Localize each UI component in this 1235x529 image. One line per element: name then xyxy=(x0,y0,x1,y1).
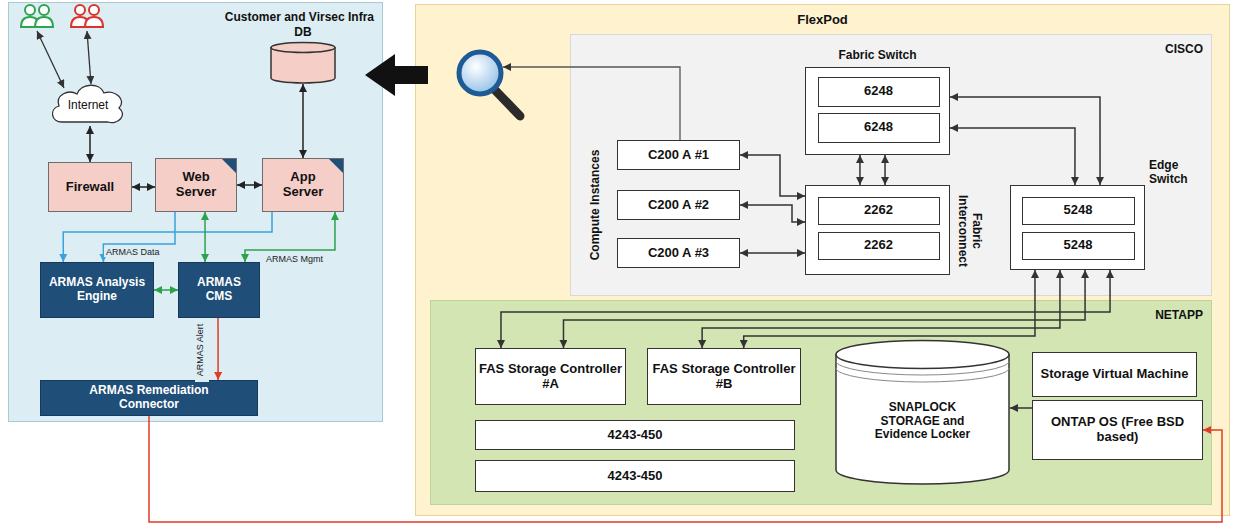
node-label: FAS Storage Controller #B xyxy=(648,362,800,392)
interconnect-box: 2262 xyxy=(818,197,940,225)
interconnect-box: 2262 xyxy=(818,232,940,260)
firewall-box: Firewall xyxy=(48,162,132,212)
cisco-panel: CISCO Fabric Switch 6248 6248C200 A #1 C200 … xyxy=(570,34,1212,296)
node-label: 6248 xyxy=(864,120,893,135)
connector xyxy=(132,186,155,188)
switch-box: 6248 xyxy=(818,113,940,143)
edge-label: ARMAS Alert xyxy=(195,318,209,382)
server-box: App Server xyxy=(262,158,344,212)
node-label: ARMAS Analysis Engine xyxy=(41,276,153,304)
edge-label: ARMAS Data xyxy=(104,247,162,257)
cylinder-top xyxy=(271,43,335,53)
armas-box: ARMAS Analysis Engine xyxy=(40,262,154,318)
os-box: ONTAP OS (Free BSD based) xyxy=(1032,400,1203,460)
flexpod-panel: FlexPodCISCO Fabric Switch 6248 6248C200 A … xyxy=(415,4,1230,516)
user-head xyxy=(75,5,85,15)
node-label: C200 A #3 xyxy=(648,246,709,261)
node-label: Firewall xyxy=(66,180,114,195)
node-label: ARMAS Remediation Connector xyxy=(69,384,229,412)
connector xyxy=(1010,407,1032,409)
corner-mark xyxy=(329,159,343,173)
user-head xyxy=(25,5,35,15)
server-box: Web Server xyxy=(155,158,237,212)
storage-cylinder: SNAPLOCK STORAGE and Evidence Locker xyxy=(835,340,1010,485)
user-body xyxy=(35,17,53,27)
vm-box: Storage Virtual Machine xyxy=(1032,352,1197,397)
node-label: FlexPod xyxy=(416,13,1229,28)
node-label: DB xyxy=(294,26,311,40)
node-label: C200 A #1 xyxy=(648,148,709,163)
magnifier-lens xyxy=(459,52,501,94)
user-head xyxy=(89,5,99,15)
switch-group: Fabric Switch62486248 xyxy=(805,67,950,155)
node-label: SNAPLOCK STORAGE and Evidence Locker xyxy=(863,383,983,442)
switch-group: Edge Switch52485248 xyxy=(1010,185,1145,270)
node-label: 5248 xyxy=(1064,238,1093,253)
connector xyxy=(154,289,178,291)
cylinder-body xyxy=(836,354,1009,484)
internet-cloud: Internet xyxy=(48,78,128,126)
node-label: 5248 xyxy=(1064,203,1093,218)
connector xyxy=(89,126,91,162)
node-label: 4243-450 xyxy=(608,469,663,484)
cylinder-top xyxy=(836,341,1009,369)
corner-triangle xyxy=(222,159,236,173)
shelf-box: 4243-450 xyxy=(475,420,795,450)
node-label: App Server xyxy=(273,170,333,200)
node-label: Edge Switch xyxy=(1149,159,1205,187)
controller-box: FAS Storage Controller #B xyxy=(647,348,801,405)
corner-triangle xyxy=(329,159,343,173)
switch-box: 5248 xyxy=(1022,197,1135,225)
netapp-panel: NETAPP FAS Storage Controller #A FAS Stora… xyxy=(430,300,1212,505)
node-label: FAS Storage Controller #A xyxy=(476,362,625,392)
connector xyxy=(217,318,219,380)
controller-box: FAS Storage Controller #A xyxy=(475,348,626,405)
connector xyxy=(237,184,262,186)
corner-mark xyxy=(222,159,236,173)
connector xyxy=(884,155,886,185)
node-label: Internet xyxy=(68,91,109,113)
node-label: Web Server xyxy=(166,170,226,200)
armas-box: ARMAS Remediation Connector xyxy=(40,380,258,416)
node-label: Fabric Interconnect xyxy=(953,186,985,276)
switch-box: 5248 xyxy=(1022,232,1135,260)
node-label: ONTAP OS (Free BSD based) xyxy=(1033,415,1202,445)
node-label: 2262 xyxy=(864,238,893,253)
switch-box: 6248 xyxy=(818,77,940,107)
user-head xyxy=(39,5,49,15)
shelf-box: 4243-450 xyxy=(475,460,795,492)
node-label: 4243-450 xyxy=(608,428,663,443)
cylinder-ring xyxy=(836,368,1009,382)
cylinder-shape xyxy=(270,42,336,84)
node-label: CISCO xyxy=(1165,43,1203,57)
compute-box: C200 A #2 xyxy=(617,190,740,220)
interconnect-group: Fabric Interconnect22622262 xyxy=(805,185,950,275)
node-label: Fabric Switch xyxy=(806,49,949,63)
armas-box: ARMAS CMS xyxy=(178,262,260,318)
node-label: Storage Virtual Machine xyxy=(1041,367,1189,382)
user-body xyxy=(85,17,103,27)
edge-label: ARMAS Mgmt xyxy=(264,254,325,264)
node-label: 2262 xyxy=(864,203,893,218)
node-label: NETAPP xyxy=(1155,309,1203,323)
compute-box: C200 A #1 xyxy=(617,140,740,170)
connector xyxy=(204,212,206,262)
node-label: C200 A #2 xyxy=(648,198,709,213)
connector xyxy=(859,155,861,185)
group-label: Compute Instances xyxy=(589,140,605,270)
connector xyxy=(740,252,805,254)
node-label: 6248 xyxy=(864,84,893,99)
connector xyxy=(302,84,304,158)
node-label: Customer and Virsec Infra xyxy=(225,11,374,25)
compute-box: C200 A #3 xyxy=(617,238,740,268)
node-label: ARMAS CMS xyxy=(189,276,249,304)
database-cylinder: DB xyxy=(270,26,336,84)
cloud-outline xyxy=(53,85,123,122)
cylinder-ring xyxy=(836,361,1009,375)
